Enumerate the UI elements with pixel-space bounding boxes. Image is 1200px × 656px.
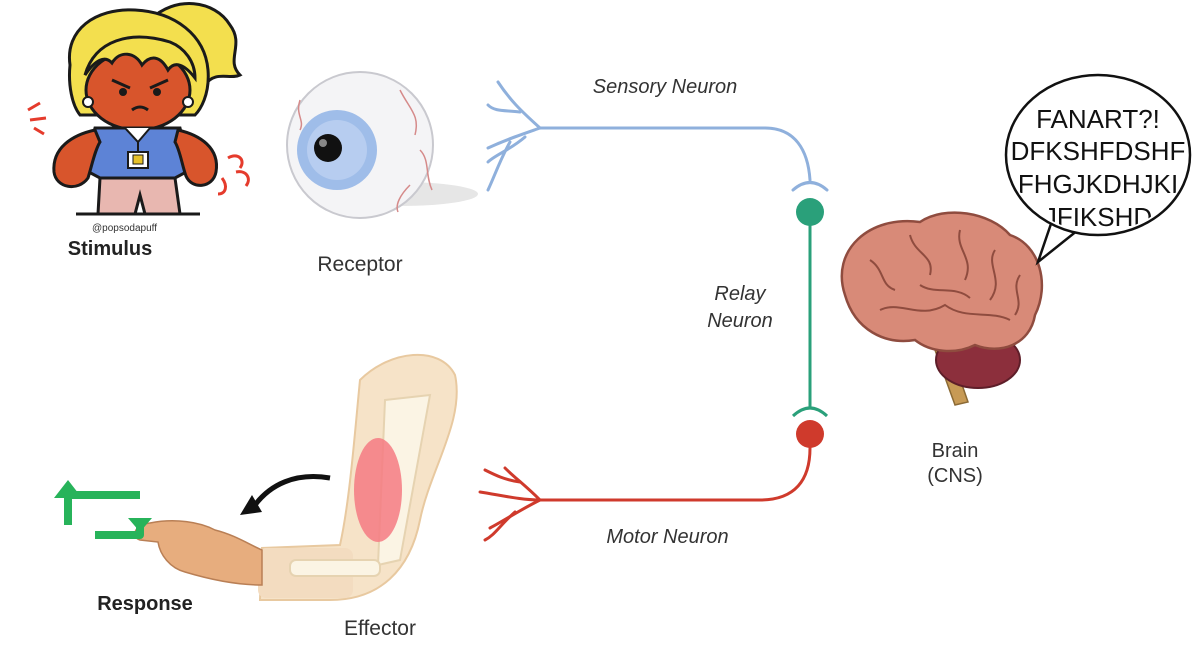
pointing-hand-illustration [134, 520, 263, 586]
response-arrowheads-icon [54, 480, 152, 532]
relay-neuron-label: Relay Neuron [680, 283, 800, 333]
brain-label: Brain (CNS) [900, 440, 1010, 488]
brain-illustration [840, 211, 1044, 406]
arm-muscle-illustration [258, 354, 458, 601]
receptor-label: Receptor [317, 253, 403, 276]
sensory-neuron-label: Sensory Neuron [592, 76, 738, 98]
response-loop-icon [64, 491, 144, 539]
stimulus-character-illustration [27, 2, 250, 216]
eyeball-illustration [286, 71, 478, 219]
motion-arrow-icon [240, 474, 331, 515]
relay-label-line-1: Relay [714, 283, 766, 305]
speech-line-1: FANART?! [1036, 104, 1160, 134]
relay-label-line-2: Neuron [707, 310, 773, 332]
stimulus-label: Stimulus [67, 238, 153, 260]
artist-credit: @popsodapuff [92, 223, 157, 234]
motor-neuron-pathway [478, 420, 824, 542]
response-label: Response [97, 593, 193, 615]
motor-neuron-label: Motor Neuron [606, 526, 729, 548]
effector-label: Effector [344, 617, 416, 640]
brain-label-line-1: Brain [931, 440, 979, 462]
sensory-neuron-pathway [486, 80, 829, 192]
brain-label-line-2: (CNS) [927, 465, 983, 487]
relay-neuron-pathway [791, 198, 829, 418]
speech-line-3: FHGJKDHJKI [1018, 169, 1178, 199]
speech-bubble [1004, 73, 1192, 266]
speech-line-2: DFKSHFDSHF [1011, 136, 1186, 166]
